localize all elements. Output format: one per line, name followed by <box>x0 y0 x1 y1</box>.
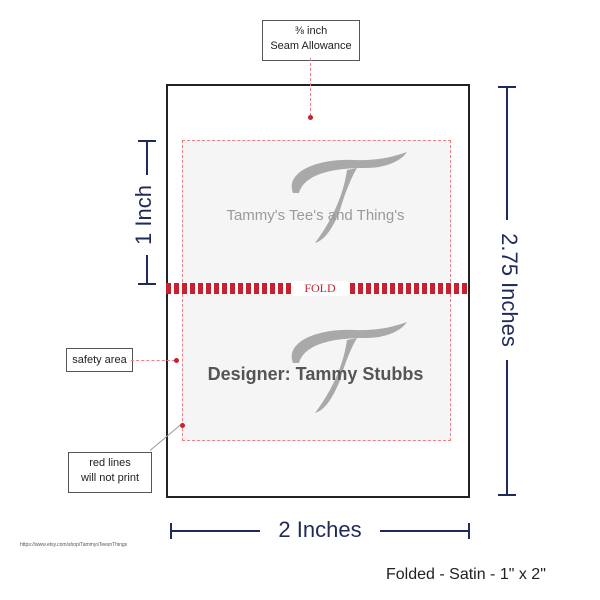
logo-front-icon <box>291 152 407 243</box>
fold-label: FOLD <box>292 281 348 296</box>
width-label: 2 Inches <box>260 517 380 543</box>
safety-dot <box>174 358 179 363</box>
red-lines-dot <box>180 423 185 428</box>
height-total-label: 2.75 Inches <box>492 220 522 360</box>
tick <box>138 283 156 285</box>
tick <box>498 86 516 88</box>
seam-leader <box>310 58 311 116</box>
back-text: Designer: Tammy Stubbs <box>207 364 424 384</box>
seam-allowance-callout: ⅜ inch Seam Allowance <box>262 20 360 61</box>
caption: Folded - Satin - 1" x 2" <box>386 566 546 583</box>
tick <box>170 523 172 539</box>
tick <box>498 494 516 496</box>
tick <box>468 523 470 539</box>
height-fold-label: 1 Inch <box>131 175 161 255</box>
logo-back-icon <box>291 322 407 413</box>
seam-dot <box>308 115 313 120</box>
seam-line2: Seam Allowance <box>270 40 352 52</box>
red-lines-text2: will not print <box>80 472 140 484</box>
front-text: Tammy's Tee's and Thing's <box>226 207 405 224</box>
red-lines-callout: red lines will not print <box>68 452 152 493</box>
safety-area-callout: safety area <box>66 348 133 372</box>
safety-leader <box>131 360 175 361</box>
seam-line1: ⅜ inch <box>294 25 328 37</box>
tick <box>138 140 156 142</box>
shop-url: https://www.etsy.com/shop/TammysTeesnThi… <box>20 542 128 548</box>
red-lines-text1: red lines <box>89 457 131 469</box>
